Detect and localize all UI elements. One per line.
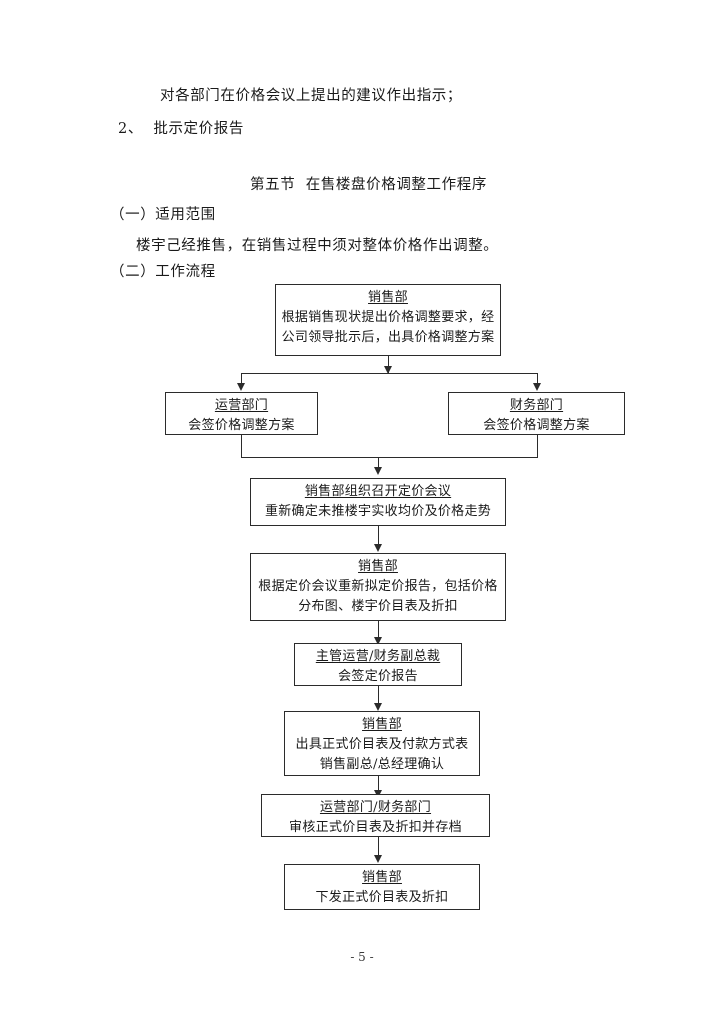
connector-line bbox=[378, 686, 379, 709]
section-heading: 第五节 在售楼盘价格调整工作程序 bbox=[250, 177, 487, 193]
flow-node-sales-dept-proposal: 销售部 根据销售现状提出价格调整要求，经 公司领导批示后，出具价格调整方案 bbox=[275, 284, 501, 356]
connector-line bbox=[537, 435, 538, 457]
flow-node-title: 运营部门 bbox=[214, 398, 269, 413]
flow-node-ops-finance-audit: 运营部门/财务部门 审核正式价目表及折扣并存档 bbox=[261, 794, 490, 837]
page-number-footer: - 5 - bbox=[350, 950, 374, 964]
connector-line bbox=[378, 526, 379, 548]
connector-arrowhead bbox=[373, 544, 382, 552]
flow-node-line: 出具正式价目表及付款方式表 bbox=[295, 737, 469, 752]
flow-node-pricing-meeting: 销售部组织召开定价会议 重新确定未推楼宇实收均价及价格走势 bbox=[250, 478, 506, 526]
flow-node-finance-dept-countersign: 财务部门 会签价格调整方案 bbox=[448, 392, 625, 435]
flow-node-title: 运营部门/财务部门 bbox=[319, 800, 432, 815]
connector-arrowhead bbox=[383, 366, 392, 374]
connector-arrowhead bbox=[373, 703, 382, 711]
connector-merge-bar bbox=[241, 457, 538, 458]
connector-arrowhead bbox=[532, 383, 541, 391]
paragraph-numbered-item-2: 2、 批示定价报告 bbox=[118, 121, 244, 137]
connector-line bbox=[378, 457, 379, 469]
flow-node-line: 公司领导批示后，出具价格调整方案 bbox=[281, 330, 495, 345]
flow-node-title: 销售部组织召开定价会议 bbox=[304, 484, 452, 499]
flow-node-line: 审核正式价目表及折扣并存档 bbox=[289, 820, 462, 835]
connector-arrowhead bbox=[373, 790, 382, 798]
flow-node-sales-dept-pricing-report: 销售部 根据定价会议重新拟定价报告，包括价格 分布图、楼宇价目表及折扣 bbox=[250, 553, 506, 621]
flow-node-line: 会签定价报告 bbox=[338, 669, 418, 684]
connector-split-bar bbox=[241, 373, 537, 374]
flow-node-title: 销售部 bbox=[358, 559, 398, 574]
flow-node-line: 分布图、楼宇价目表及折扣 bbox=[298, 599, 458, 614]
flow-node-vp-countersign: 主管运营/财务副总裁 会签定价报告 bbox=[294, 643, 462, 686]
connector-arrowhead bbox=[373, 637, 382, 645]
flow-node-title: 销售部 bbox=[368, 290, 408, 305]
flow-node-title: 主管运营/财务副总裁 bbox=[315, 649, 441, 664]
connector-line bbox=[537, 373, 538, 384]
paragraph-instruction: 对各部门在价格会议上提出的建议作出指示； bbox=[160, 88, 462, 104]
connector-line bbox=[241, 435, 242, 457]
connector-line bbox=[388, 356, 389, 373]
flow-node-sales-dept-official-pricelist: 销售部 出具正式价目表及付款方式表 销售副总/总经理确认 bbox=[284, 711, 480, 776]
flow-node-title: 销售部 bbox=[362, 717, 402, 732]
paragraph-scope-text: 楼宇己经推售，在销售过程中须对整体价格作出调整。 bbox=[136, 238, 499, 254]
connector-line bbox=[241, 373, 242, 384]
connector-line bbox=[378, 837, 379, 860]
connector-line bbox=[378, 776, 379, 796]
flow-node-line: 根据销售现状提出价格调整要求，经 bbox=[281, 310, 495, 325]
flow-node-title: 财务部门 bbox=[509, 398, 564, 413]
subsection-scope-label: （一）适用范围 bbox=[110, 207, 216, 223]
flow-node-line: 下发正式价目表及折扣 bbox=[315, 890, 449, 905]
flow-node-line: 重新确定未推楼宇实收均价及价格走势 bbox=[264, 504, 492, 519]
flow-node-operations-dept-countersign: 运营部门 会签价格调整方案 bbox=[165, 392, 318, 435]
connector-arrowhead bbox=[373, 467, 382, 475]
connector-line bbox=[378, 621, 379, 642]
flow-node-line: 销售副总/总经理确认 bbox=[319, 757, 445, 772]
connector-arrowhead bbox=[373, 855, 382, 863]
flow-node-line: 会签价格调整方案 bbox=[483, 418, 590, 433]
flow-node-title: 销售部 bbox=[362, 870, 402, 885]
flow-node-sales-dept-distribute: 销售部 下发正式价目表及折扣 bbox=[284, 864, 480, 910]
flow-node-line: 根据定价会议重新拟定价报告，包括价格 bbox=[258, 579, 498, 594]
subsection-workflow-label: （二）工作流程 bbox=[110, 264, 216, 280]
connector-arrowhead bbox=[236, 383, 245, 391]
flow-node-line: 会签价格调整方案 bbox=[188, 418, 295, 433]
